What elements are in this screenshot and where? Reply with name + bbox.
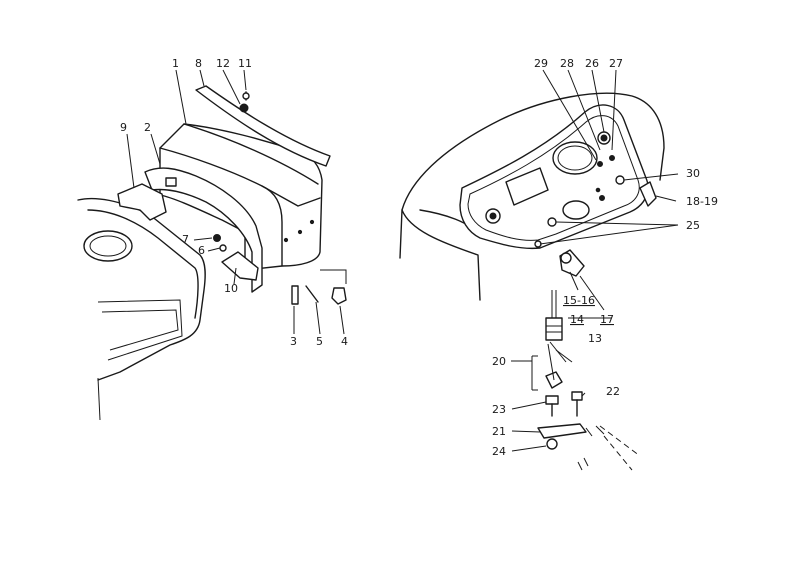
label-23: 23	[492, 403, 506, 416]
label-10: 10	[224, 282, 238, 295]
label-2: 2	[144, 121, 151, 134]
label-14: 14	[570, 313, 584, 326]
label-17: 17	[600, 313, 614, 326]
bracket-10	[221, 251, 259, 281]
gauge-rect	[505, 167, 549, 206]
label-29: 29	[534, 57, 548, 70]
hardware-right	[531, 290, 641, 471]
plate-21	[537, 423, 587, 439]
label-5: 5	[316, 335, 323, 348]
left-assembly	[77, 69, 347, 421]
gauge-small	[562, 200, 590, 220]
part-labels: 1 8 12 11 9 2 7 6 10 3 5 4 29 28 26 27 3…	[120, 57, 718, 458]
label-12: 12	[216, 57, 230, 70]
label-1: 1	[172, 57, 179, 70]
inner-panel	[144, 167, 263, 293]
gauge-large	[552, 141, 598, 175]
hardware-left	[213, 91, 347, 305]
label-11: 11	[238, 57, 252, 70]
label-4: 4	[341, 335, 348, 348]
label-27: 27	[609, 57, 623, 70]
label-25: 25	[686, 219, 700, 232]
shroud	[159, 123, 323, 271]
label-18-19: 18-19	[686, 195, 718, 208]
label-7: 7	[182, 233, 189, 246]
switch-18-19	[639, 181, 657, 207]
key-switch	[559, 249, 585, 277]
right-assembly	[399, 69, 679, 471]
label-28: 28	[560, 57, 574, 70]
label-8: 8	[195, 57, 202, 70]
trim-strip	[195, 85, 331, 167]
label-20: 20	[492, 355, 506, 368]
label-21: 21	[492, 425, 506, 438]
label-24: 24	[492, 445, 506, 458]
label-6: 6	[198, 244, 205, 257]
label-3: 3	[290, 335, 297, 348]
label-22: 22	[606, 385, 620, 398]
label-15-16: 15-16	[563, 294, 595, 307]
hood-body	[77, 197, 206, 421]
label-9: 9	[120, 121, 127, 134]
leaders-right	[511, 69, 679, 452]
bracket-9	[117, 183, 167, 221]
label-30: 30	[686, 167, 700, 180]
label-26: 26	[585, 57, 599, 70]
leaders-left	[126, 69, 345, 335]
label-13: 13	[588, 332, 602, 345]
